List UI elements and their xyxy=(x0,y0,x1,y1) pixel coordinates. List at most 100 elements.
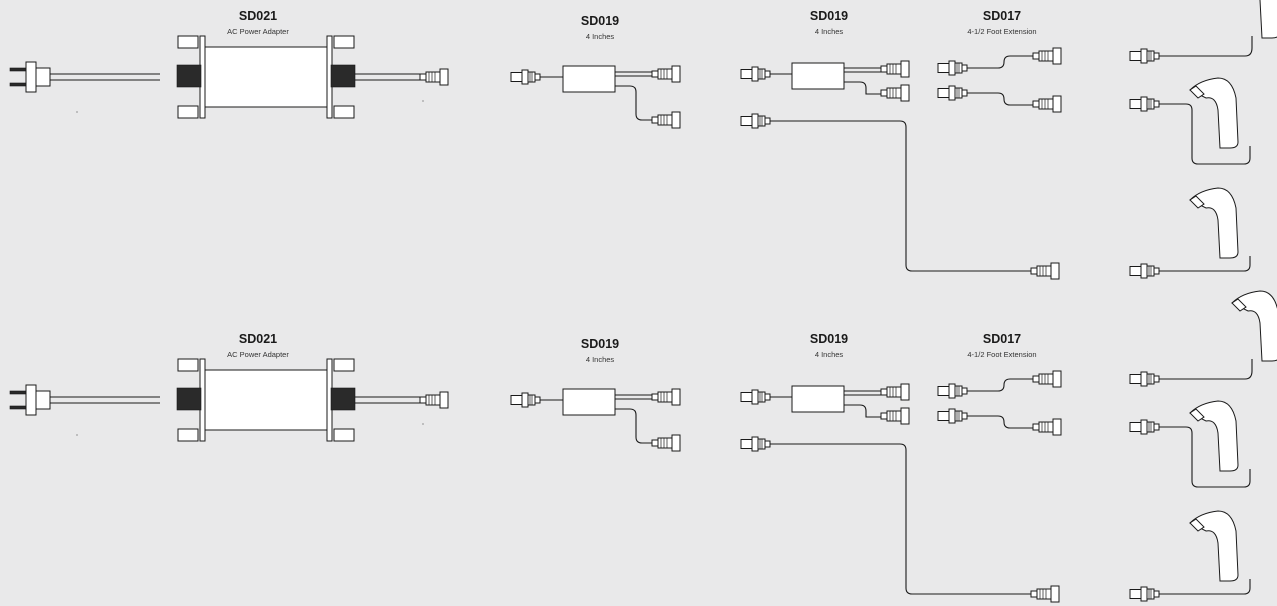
splitter-box-icon xyxy=(562,388,616,416)
female-connector-icon xyxy=(880,407,910,425)
cable xyxy=(844,390,881,396)
female-connector-icon xyxy=(1032,370,1062,388)
faucet-icon xyxy=(1189,77,1239,149)
male-connector-icon xyxy=(937,383,968,399)
female-connector-icon xyxy=(651,388,681,406)
male-connector-icon xyxy=(510,69,541,85)
female-connector-icon xyxy=(1032,95,1062,113)
female-connector-icon xyxy=(880,84,910,102)
female-connector-icon xyxy=(1032,418,1062,436)
extension-desc: 4-1/2 Foot Extension xyxy=(967,27,1036,36)
cable xyxy=(770,443,1031,595)
dot-mark xyxy=(76,434,78,436)
cable xyxy=(615,408,652,444)
female-connector-icon xyxy=(651,434,681,452)
splitter-box-icon xyxy=(562,65,616,93)
cable xyxy=(1159,36,1253,57)
female-connector-icon xyxy=(1030,262,1060,280)
male-connector-icon xyxy=(1129,371,1160,387)
cable xyxy=(1159,579,1251,595)
female-connector-icon xyxy=(651,65,681,83)
diagram-row-2: SD021 AC Power Adapter SD019 4 Inches SD019 4… xyxy=(9,290,1277,603)
female-connector-icon xyxy=(1032,47,1062,65)
cable xyxy=(967,378,1033,392)
cable xyxy=(844,81,881,95)
splitter-a-desc: 4 Inches xyxy=(586,355,615,364)
female-connector-icon xyxy=(880,60,910,78)
cable xyxy=(1159,426,1251,488)
male-connector-icon xyxy=(740,113,771,129)
cable xyxy=(844,404,881,418)
adapter-code: SD021 xyxy=(239,9,277,23)
cable xyxy=(615,85,652,121)
splitter-b-code: SD019 xyxy=(810,9,848,23)
faucet-body xyxy=(1231,290,1277,362)
faucet-icon xyxy=(1231,0,1277,39)
male-connector-icon xyxy=(937,85,968,101)
splitter-a-code: SD019 xyxy=(581,337,619,351)
male-connector-icon xyxy=(510,392,541,408)
splitter-a-desc: 4 Inches xyxy=(586,32,615,41)
male-connector-icon xyxy=(740,66,771,82)
dot-mark xyxy=(422,423,424,425)
faucet-icon xyxy=(1189,510,1239,582)
splitter-a-code: SD019 xyxy=(581,14,619,28)
faucet-icon xyxy=(1189,400,1239,472)
female-connector-icon xyxy=(419,391,449,409)
faucet-body xyxy=(1189,510,1239,582)
faucet-body xyxy=(1189,187,1239,259)
male-connector-icon xyxy=(937,408,968,424)
female-connector-icon xyxy=(419,68,449,86)
faucet-body xyxy=(1231,0,1277,39)
cable xyxy=(1159,103,1251,165)
male-connector-icon xyxy=(1129,48,1160,64)
female-connector-icon xyxy=(651,111,681,129)
dot-mark xyxy=(422,100,424,102)
adapter-desc: AC Power Adapter xyxy=(227,350,289,359)
cable xyxy=(615,394,652,400)
cable xyxy=(967,92,1033,106)
cable xyxy=(1159,359,1253,380)
faucet-icon xyxy=(1231,290,1277,362)
extension-code: SD017 xyxy=(983,9,1021,23)
faucet-body xyxy=(1189,400,1239,472)
power-brick-icon xyxy=(176,35,356,119)
cable xyxy=(50,396,160,404)
cable xyxy=(1159,256,1251,272)
cable xyxy=(770,120,1031,272)
cable xyxy=(50,73,160,81)
splitter-box-icon xyxy=(791,385,845,413)
extension-desc: 4-1/2 Foot Extension xyxy=(967,350,1036,359)
male-connector-icon xyxy=(937,60,968,76)
cable xyxy=(844,67,881,73)
ac-plug-icon xyxy=(9,384,51,416)
cable xyxy=(967,55,1033,69)
power-brick-icon xyxy=(176,358,356,442)
diagram-row-1: SD021 AC Power Adapter SD019 4 Inches SD019 4… xyxy=(9,0,1277,280)
adapter-code: SD021 xyxy=(239,332,277,346)
male-connector-icon xyxy=(740,436,771,452)
male-connector-icon xyxy=(1129,419,1160,435)
male-connector-icon xyxy=(1129,263,1160,279)
splitter-b-desc: 4 Inches xyxy=(815,27,844,36)
cable xyxy=(355,396,420,404)
dot-mark xyxy=(76,111,78,113)
extension-code: SD017 xyxy=(983,332,1021,346)
cable xyxy=(615,71,652,77)
male-connector-icon xyxy=(1129,96,1160,112)
male-connector-icon xyxy=(1129,586,1160,602)
cable xyxy=(967,415,1033,429)
splitter-b-code: SD019 xyxy=(810,332,848,346)
cable xyxy=(355,73,420,81)
male-connector-icon xyxy=(740,389,771,405)
female-connector-icon xyxy=(1030,585,1060,603)
female-connector-icon xyxy=(880,383,910,401)
splitter-b-desc: 4 Inches xyxy=(815,350,844,359)
faucet-icon xyxy=(1189,187,1239,259)
splitter-box-icon xyxy=(791,62,845,90)
adapter-desc: AC Power Adapter xyxy=(227,27,289,36)
ac-plug-icon xyxy=(9,61,51,93)
faucet-body xyxy=(1189,77,1239,149)
